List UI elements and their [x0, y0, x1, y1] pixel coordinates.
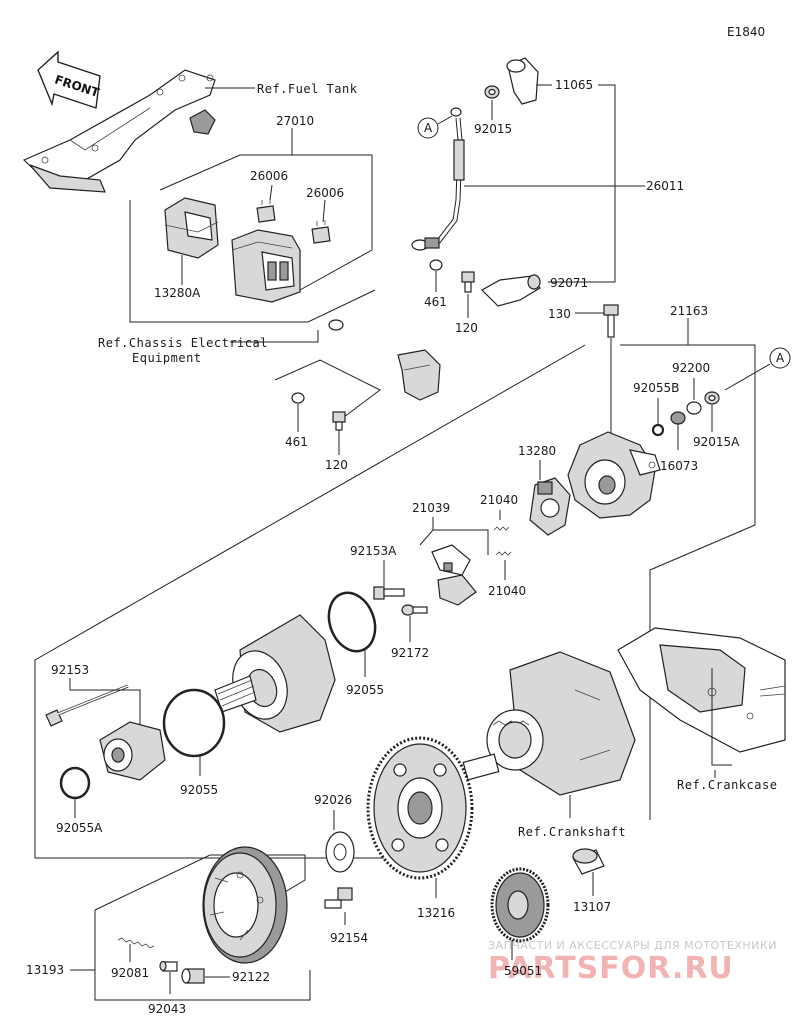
bolt-92153A [373, 586, 405, 600]
starter-clutch-13193 [202, 846, 288, 964]
label-92153A: 92153A [350, 544, 397, 558]
label-92055A: 92055A [56, 821, 103, 835]
brush-spring-upper [493, 526, 510, 531]
oring-92055A [59, 766, 91, 800]
fuel-tank-bracket [22, 69, 216, 193]
label-27010: 27010 [276, 114, 314, 128]
starter-end-cover [567, 431, 661, 519]
label-92071: 92071 [550, 276, 588, 290]
roller-92122 [181, 968, 205, 984]
label-92055B: 92055B [633, 381, 679, 395]
starter-cable [411, 107, 465, 251]
brush-holder-13280 [529, 477, 571, 536]
ref-chassis-electrical-line1: Ref.Chassis Electrical [98, 336, 268, 350]
label-13216: 13216 [417, 906, 455, 920]
label-26011: 26011 [646, 179, 684, 193]
label-59051: 59051 [504, 964, 542, 978]
label-13280: 13280 [518, 444, 556, 458]
label-21040-upper: 21040 [480, 493, 518, 507]
starter-motor-yoke [214, 614, 336, 733]
starter-relay [231, 229, 301, 303]
watermark-brand: PARTSFOR.RU [488, 951, 734, 986]
pin-92043 [159, 960, 178, 972]
bushing-13107 [572, 848, 605, 875]
ground-cable [328, 319, 441, 412]
crankcase-ref [617, 627, 786, 753]
ref-fuel-tank: Ref.Fuel Tank [257, 82, 358, 96]
label-92122: 92122 [232, 970, 270, 984]
callout-a-top-text: A [424, 121, 433, 135]
label-92200: 92200 [672, 361, 710, 375]
label-13280A: 13280A [154, 286, 201, 300]
washer-92200 [686, 401, 702, 415]
spring-92081 [117, 937, 155, 949]
screw-92172 [401, 604, 428, 616]
washer-461-upper [429, 259, 443, 271]
starter-idle-gear-13216 [366, 736, 474, 880]
ref-chassis-electrical-line2: Equipment [132, 351, 202, 365]
oring-92055-upper [327, 591, 377, 653]
label-26006-left: 26006 [250, 169, 288, 183]
bolt-92154 [324, 887, 353, 909]
starter-relay-cover [164, 197, 219, 259]
bolt-120-upper [461, 271, 475, 293]
nut-92015A [704, 391, 720, 405]
brush-plate-21039 [431, 544, 477, 606]
label-92055-upper: 92055 [346, 683, 384, 697]
crank-gear-59051 [490, 867, 550, 943]
callout-a-right [769, 347, 791, 369]
callout-a-top [417, 117, 439, 139]
diagram-code: E1840 [727, 25, 765, 39]
watermark-tagline: ЗАПЧАСТИ И АКСЕССУАРЫ ДЛЯ МОТОТЕХНИКИ [488, 939, 777, 952]
label-92081: 92081 [111, 966, 149, 980]
label-92153: 92153 [51, 663, 89, 677]
label-92043: 92043 [148, 1002, 186, 1016]
label-21039: 21039 [412, 501, 450, 515]
label-21163: 21163 [670, 304, 708, 318]
terminal-boot-92071 [481, 274, 541, 307]
label-92154: 92154 [330, 931, 368, 945]
ref-crankshaft: Ref.Crankshaft [518, 825, 626, 839]
front-arrow-icon: FRONT [37, 50, 102, 109]
label-461-lower: 461 [285, 435, 308, 449]
label-92026: 92026 [314, 793, 352, 807]
nut-16073 [670, 411, 686, 425]
bolt-130 [603, 304, 619, 338]
label-92015: 92015 [474, 122, 512, 136]
washer-461-lower [291, 392, 305, 404]
label-16073: 16073 [660, 459, 698, 473]
oring-92055B [651, 423, 665, 437]
label-461-upper: 461 [424, 295, 447, 309]
label-130: 130 [548, 307, 571, 321]
label-92172: 92172 [391, 646, 429, 660]
bolt-120-lower [332, 411, 346, 431]
terminal-cap-11065 [506, 57, 539, 105]
label-120-lower: 120 [325, 458, 348, 472]
label-92015A: 92015A [693, 435, 740, 449]
label-13107: 13107 [573, 900, 611, 914]
fuse-right [311, 220, 331, 244]
fuse-left [256, 199, 276, 223]
label-120-upper: 120 [455, 321, 478, 335]
brush-spring-lower [495, 551, 512, 556]
ref-crankcase: Ref.Crankcase [677, 778, 777, 792]
callout-a-right-text: A [776, 351, 785, 365]
nut-92015 [484, 85, 500, 99]
label-92055-lower: 92055 [180, 783, 218, 797]
label-26006-right: 26006 [306, 186, 344, 200]
starter-front-cover [99, 721, 166, 781]
label-13193: 13193 [26, 963, 64, 977]
bolt-92153 [45, 684, 129, 727]
label-11065-text: 11065 [555, 78, 593, 92]
label-21040-lower: 21040 [488, 584, 526, 598]
crankshaft-ref [462, 651, 636, 796]
oring-92055-lower [162, 688, 226, 758]
